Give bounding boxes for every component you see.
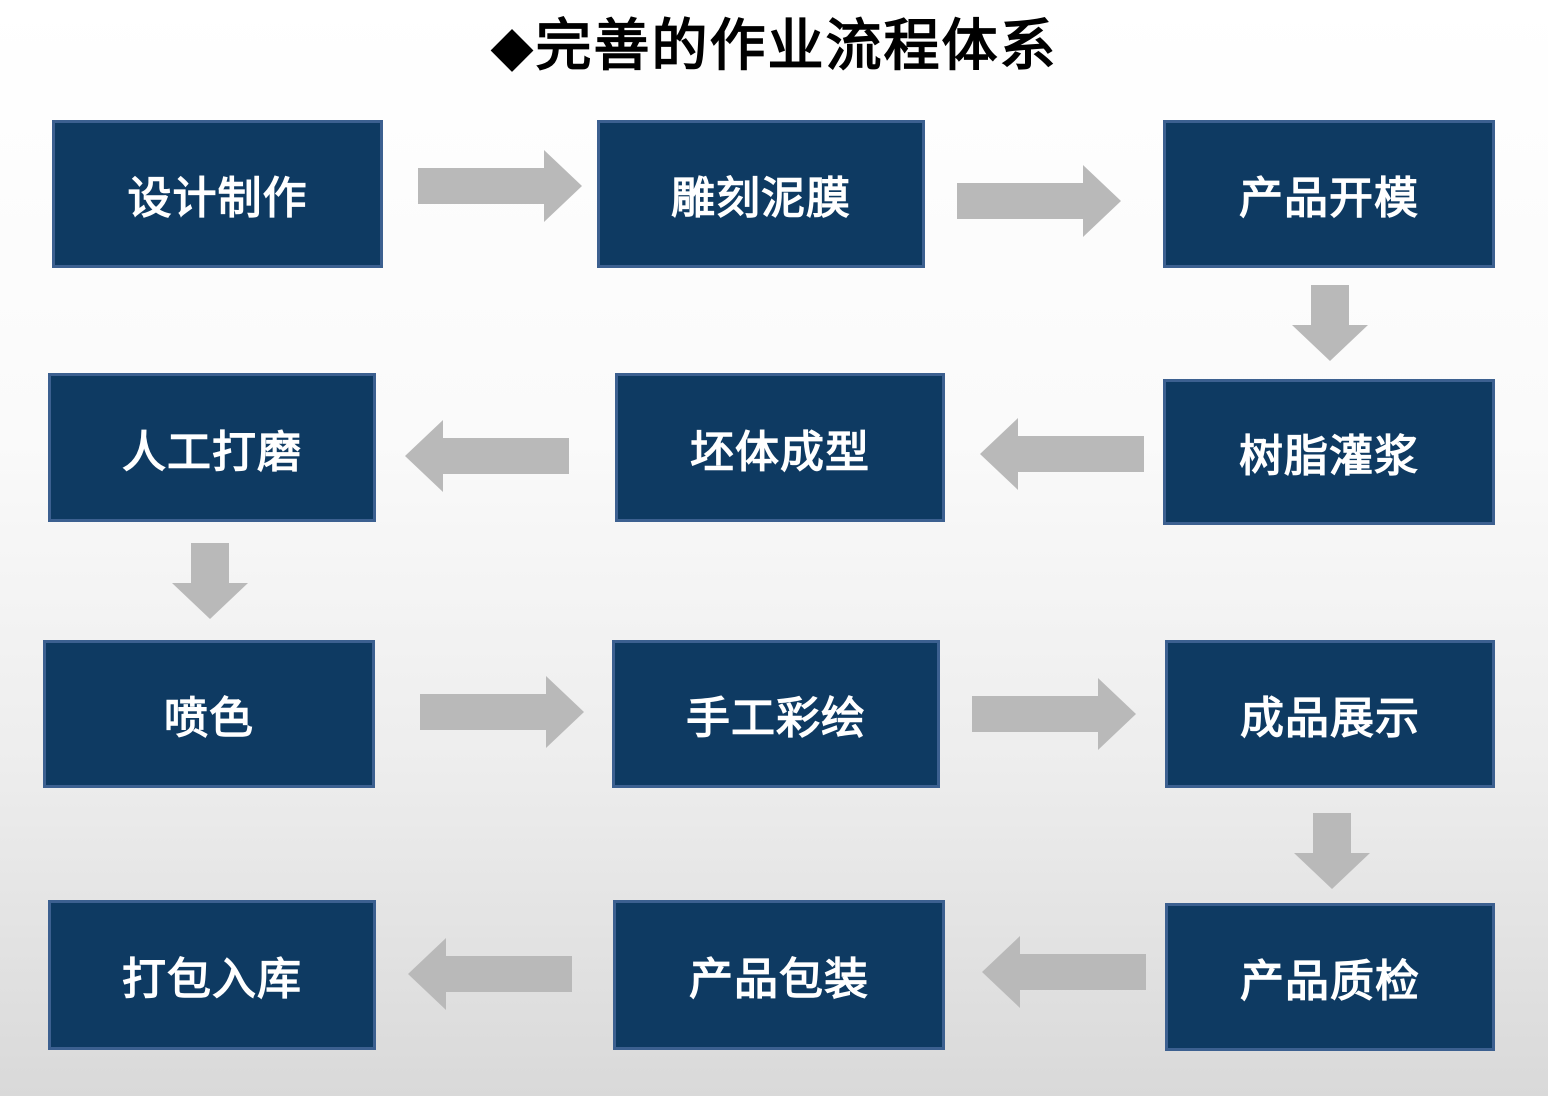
arrow-down-icon xyxy=(1292,285,1368,361)
flow-box-label: 成品展示 xyxy=(1240,694,1420,743)
arrow-right-icon xyxy=(972,678,1136,750)
arrow-right-icon xyxy=(418,150,582,222)
flow-box-body-forming: 坯体成型 xyxy=(615,373,945,522)
flow-box-spray-coloring: 喷色 xyxy=(43,640,375,788)
flow-box-label: 雕刻泥膜 xyxy=(671,174,851,223)
arrow-left-icon xyxy=(982,936,1146,1008)
flow-box-label: 设计制作 xyxy=(127,174,308,223)
flow-box-label: 手工彩绘 xyxy=(686,694,866,743)
page-title: ◆完善的作业流程体系 xyxy=(490,16,1058,78)
arrow-left-icon xyxy=(405,420,569,492)
arrow-right-icon xyxy=(420,676,584,748)
flow-box-label: 产品质检 xyxy=(1240,957,1420,1006)
flow-box-hand-painting: 手工彩绘 xyxy=(612,640,940,788)
arrow-down-icon xyxy=(172,543,248,619)
flow-box-clay-mold-carving: 雕刻泥膜 xyxy=(597,120,925,268)
flow-box-label: 喷色 xyxy=(164,694,254,743)
flow-box-label: 产品包装 xyxy=(689,955,869,1004)
flow-box-packing-warehousing: 打包入库 xyxy=(48,900,376,1050)
flow-box-design-production: 设计制作 xyxy=(52,120,383,268)
flow-box-resin-grouting: 树脂灌浆 xyxy=(1163,379,1495,525)
flow-box-product-mold-opening: 产品开模 xyxy=(1163,120,1495,268)
flow-box-product-packaging: 产品包装 xyxy=(613,900,945,1050)
flow-box-manual-polishing: 人工打磨 xyxy=(48,373,376,522)
flow-box-label: 打包入库 xyxy=(122,955,302,1004)
flow-box-label: 树脂灌浆 xyxy=(1239,432,1419,481)
flow-box-label: 产品开模 xyxy=(1239,174,1419,223)
arrow-left-icon xyxy=(408,938,572,1010)
arrow-down-icon xyxy=(1294,813,1370,889)
flow-box-product-quality-inspection: 产品质检 xyxy=(1165,903,1495,1051)
arrow-right-icon xyxy=(957,165,1121,237)
arrow-left-icon xyxy=(980,418,1144,490)
flow-box-finished-product-display: 成品展示 xyxy=(1165,640,1495,788)
flow-box-label: 坯体成型 xyxy=(690,427,870,477)
flow-box-label: 人工打磨 xyxy=(122,427,302,477)
